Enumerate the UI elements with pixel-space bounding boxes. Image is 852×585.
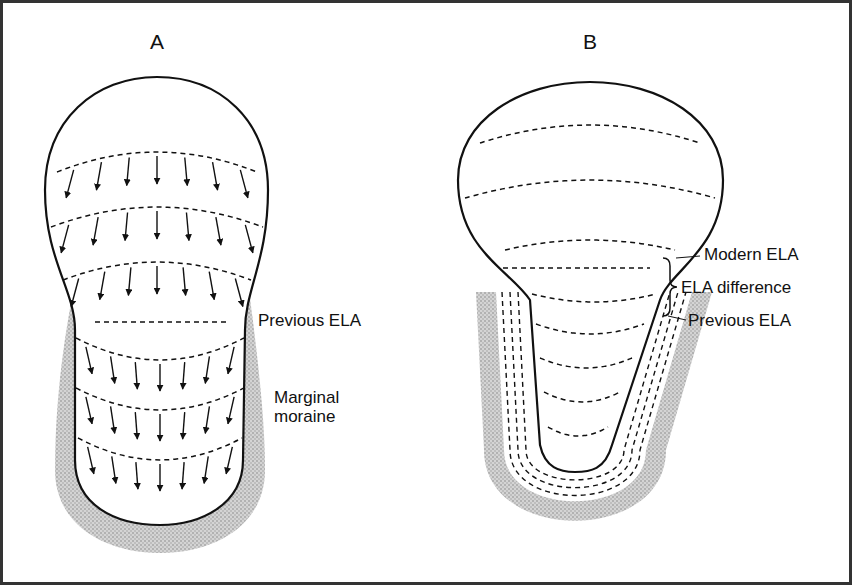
ela-line [95, 321, 230, 323]
leader-line [668, 316, 686, 320]
flow-arrow [205, 406, 209, 433]
flow-arrow [226, 447, 232, 474]
flow-arrow [135, 362, 137, 389]
flow-arrow [228, 397, 234, 424]
flow-arrow [159, 364, 160, 391]
panel-label: A [150, 32, 164, 51]
flow-arrow [185, 158, 188, 186]
flow-arrow [245, 225, 253, 253]
flow-arrow [216, 217, 221, 245]
bracket [663, 258, 677, 316]
flow-arrow [186, 213, 189, 241]
annotation-label: Previous ELA [258, 311, 361, 330]
flow-arrow [209, 272, 214, 300]
flow-arrow [156, 211, 157, 239]
flow-arrow [71, 279, 79, 307]
ela-line [503, 267, 650, 269]
flow-lines [51, 152, 263, 491]
flow-arrow [235, 279, 243, 307]
contour-line [540, 358, 632, 368]
flow-arrow [111, 406, 115, 433]
panel-label: B [583, 32, 597, 51]
contour-line [548, 427, 608, 436]
flow-arrow [127, 158, 130, 186]
contour-line [536, 324, 644, 334]
annotation-label: ELA difference [681, 278, 791, 297]
flow-arrow [156, 156, 157, 184]
contour-line [465, 180, 715, 198]
flow-arrow [96, 162, 101, 190]
flow-arrow [93, 217, 98, 245]
flow-arrow [66, 170, 74, 198]
flow-arrow [86, 347, 92, 374]
flow-arrow [125, 213, 128, 241]
glacier-outline [458, 82, 723, 472]
flow-arrow [204, 456, 208, 483]
flow-arrow [100, 272, 105, 300]
flow-arrow [156, 266, 157, 294]
flow-arrow [61, 225, 68, 253]
flow-arrow [182, 462, 184, 489]
flow-arrow [240, 170, 248, 198]
contour-line [480, 125, 700, 143]
flow-arrow [183, 362, 185, 389]
flow-arrow [159, 464, 160, 491]
flow-arrow [86, 397, 92, 424]
flow-arrow [183, 267, 186, 295]
contour-line [544, 392, 620, 402]
contour-line [532, 294, 656, 302]
flow-arrow [159, 414, 160, 441]
contour-line [505, 240, 675, 250]
contour-line [76, 388, 244, 410]
contour-line [78, 438, 242, 460]
flow-arrow [228, 347, 234, 374]
glacier-outline [45, 77, 268, 525]
flow-arrow [213, 162, 218, 190]
annotation-label: Marginal moraine [274, 388, 369, 426]
flow-arrow [183, 412, 185, 439]
flow-arrow [88, 447, 94, 474]
flow-arrow [111, 356, 115, 383]
flow-arrow [135, 412, 137, 439]
annotation-label: Modern ELA [704, 245, 799, 264]
contour-line [76, 338, 244, 360]
contour-lines [465, 125, 715, 436]
flow-arrow [205, 356, 209, 383]
flow-arrow [136, 462, 138, 489]
flow-arrow [128, 267, 131, 295]
flow-arrow [112, 456, 116, 483]
annotation-label: Previous ELA [688, 311, 791, 330]
leader-line [676, 256, 700, 258]
